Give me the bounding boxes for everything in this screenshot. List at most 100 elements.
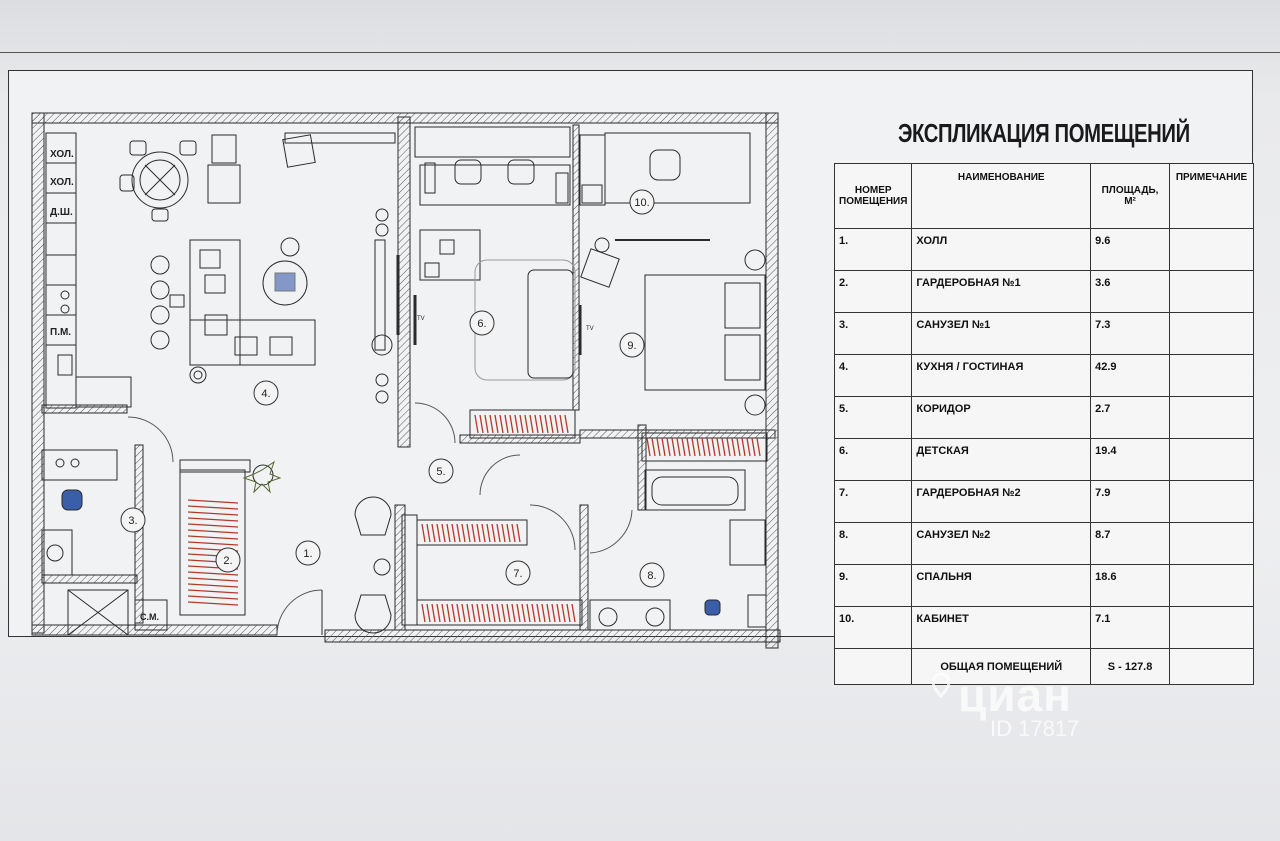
hanger-mark xyxy=(671,437,676,457)
hanger-mark xyxy=(554,414,559,434)
hanger-mark xyxy=(479,414,484,434)
room-area-cell: 7.1 xyxy=(1090,606,1170,649)
room-name-cell: САНУЗЕЛ №1 xyxy=(911,312,1092,355)
room-number-cell: 10. xyxy=(833,606,913,649)
hanger-mark xyxy=(696,437,701,457)
room-name-cell: САНУЗЕЛ №2 xyxy=(911,522,1092,565)
hanger-mark xyxy=(474,414,479,434)
hanger-mark xyxy=(496,603,501,623)
room-name-cell: КУХНЯ / ГОСТИНАЯ xyxy=(911,354,1092,397)
hanger-mark xyxy=(426,523,431,543)
hanger-mark xyxy=(436,523,441,543)
total-area: S - 127.8 xyxy=(1090,648,1170,685)
room-note-cell xyxy=(1169,480,1254,523)
room-area-cell: 18.6 xyxy=(1090,564,1170,607)
room-number-cell: 9. xyxy=(833,564,913,607)
room-number-cell: 2. xyxy=(833,270,913,313)
dining-table xyxy=(119,140,197,222)
room-area-cell: 7.3 xyxy=(1090,312,1170,355)
hanger-mark xyxy=(561,603,566,623)
hanger-mark xyxy=(531,603,536,623)
hanger-mark xyxy=(539,414,544,434)
room-marker-label: 1. xyxy=(303,548,312,560)
hanger-mark xyxy=(504,414,509,434)
hanger-mark xyxy=(481,603,486,623)
washer-label: С.М. xyxy=(140,612,159,622)
hanger-mark xyxy=(187,571,239,576)
hanger-mark xyxy=(486,523,491,543)
hanger-mark xyxy=(506,523,511,543)
hanger-mark xyxy=(721,437,726,457)
hanger-mark xyxy=(751,437,756,457)
hanger-mark xyxy=(541,603,546,623)
hanger-mark xyxy=(486,603,491,623)
cabinet-label: Д.Ш. xyxy=(50,207,73,218)
room-note-cell xyxy=(1169,354,1254,397)
dishwasher-label: П.М. xyxy=(50,327,71,338)
room-marker-circle xyxy=(295,540,321,566)
room-number-cell: 8. xyxy=(833,522,913,565)
hanger-mark xyxy=(691,437,696,457)
room-note-cell xyxy=(1169,564,1254,607)
hanger-mark xyxy=(456,603,461,623)
interior-walls xyxy=(41,116,776,631)
hanger-mark xyxy=(187,535,239,540)
hanger-mark xyxy=(686,437,691,457)
hanger-mark xyxy=(524,414,529,434)
hanger-mark xyxy=(514,414,519,434)
hanger-mark xyxy=(516,603,521,623)
header-number: НОМЕР ПОМЕЩЕНИЯ xyxy=(833,163,913,229)
hanger-mark xyxy=(441,603,446,623)
tv-label-bedroom: TV xyxy=(586,326,594,332)
hanger-mark xyxy=(511,603,516,623)
hanger-mark xyxy=(529,414,534,434)
room-marker-label: 10. xyxy=(634,197,649,209)
room-marker-label: 7. xyxy=(513,568,522,580)
hanger-mark xyxy=(187,595,239,600)
hanger-mark xyxy=(484,414,489,434)
header-area: ПЛОЩАДЬ, М² xyxy=(1090,163,1170,229)
hanger-mark xyxy=(549,414,554,434)
tv-wall xyxy=(371,208,400,404)
hanger-mark xyxy=(471,523,476,543)
hanger-mark xyxy=(726,437,731,457)
explication-table: НОМЕР ПОМЕЩЕНИЯ НАИМЕНОВАНИЕ ПЛОЩАДЬ, М²… xyxy=(833,163,1254,685)
room-name-cell: ГАРДЕРОБНАЯ №1 xyxy=(911,270,1092,313)
room-note-cell xyxy=(1169,396,1254,439)
hanger-mark xyxy=(187,529,239,534)
hanger-mark xyxy=(481,523,486,543)
room-marker-circle xyxy=(619,332,645,358)
room-note-cell xyxy=(1169,522,1254,565)
hanger-mark xyxy=(556,603,561,623)
hanger-mark xyxy=(466,603,471,623)
hanger-mark xyxy=(431,603,436,623)
room-marker-label: 4. xyxy=(261,388,270,400)
room-marker-circle xyxy=(253,380,279,406)
room-number-cell: 3. xyxy=(833,312,913,355)
plant-decor xyxy=(242,460,282,494)
fridge-label-1: ХОЛ. xyxy=(50,149,74,160)
hanger-mark xyxy=(491,603,496,623)
hanger-mark xyxy=(544,414,549,434)
hanger-mark xyxy=(736,437,741,457)
room-name-cell: ДЕТСКАЯ xyxy=(911,438,1092,481)
room-marker-label: 5. xyxy=(436,466,445,478)
hanger-mark xyxy=(651,437,656,457)
hanger-mark xyxy=(491,523,496,543)
room-note-cell xyxy=(1169,606,1254,649)
hanger-mark xyxy=(187,601,239,606)
room-note-cell xyxy=(1169,270,1254,313)
kids-room-furniture xyxy=(413,126,582,381)
hanger-mark xyxy=(421,523,426,543)
hanger-mark xyxy=(456,523,461,543)
hanger-mark xyxy=(501,603,506,623)
sheet-top-edge xyxy=(0,52,1280,53)
room-marker-circle xyxy=(428,458,454,484)
bathroom-1 xyxy=(41,416,174,636)
room-name-cell: КАБИНЕТ xyxy=(911,606,1092,649)
room-area-cell: 3.6 xyxy=(1090,270,1170,313)
room-area-cell: 7.9 xyxy=(1090,480,1170,523)
